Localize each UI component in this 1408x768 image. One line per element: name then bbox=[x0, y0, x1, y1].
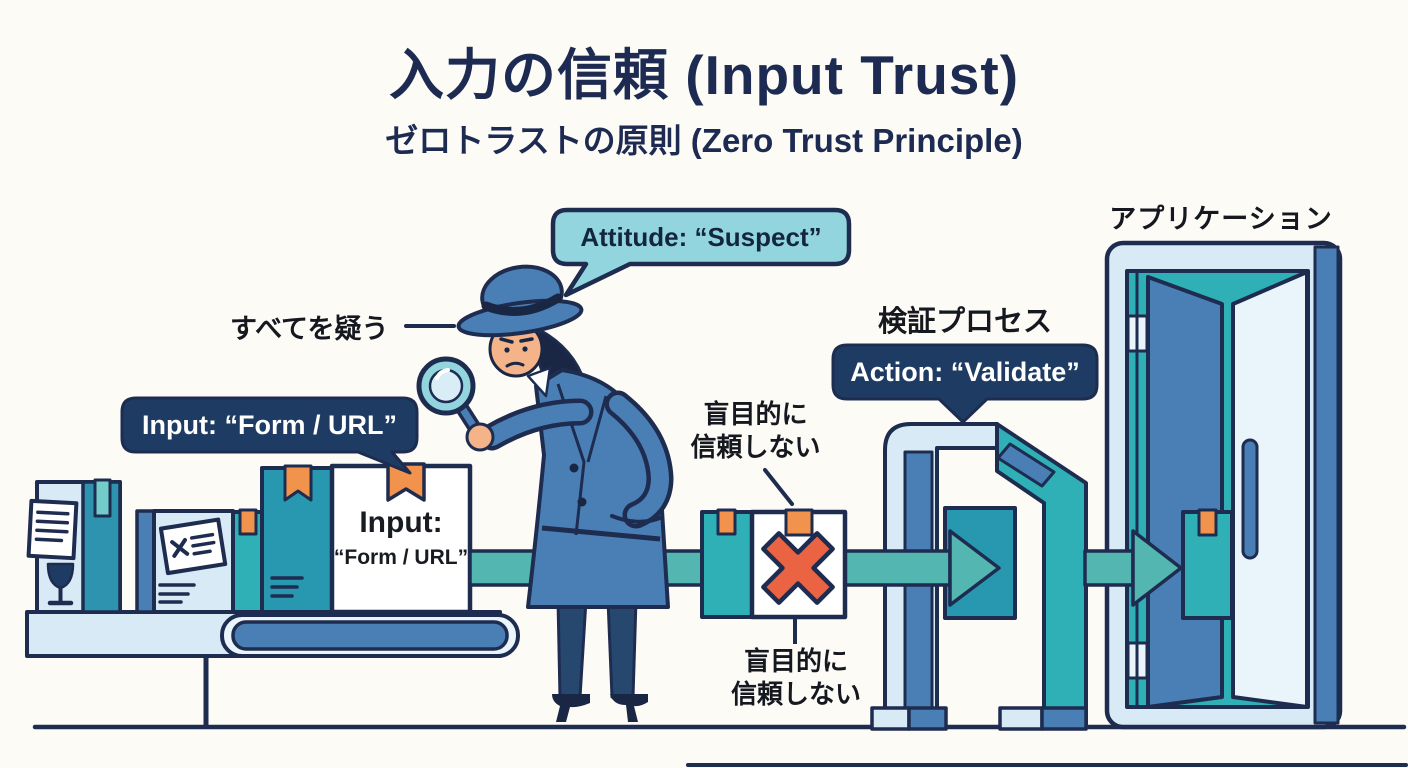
package-rejected bbox=[700, 508, 848, 644]
blind-trust-top-line1: 盲目的に bbox=[703, 399, 808, 429]
annotation-connectors bbox=[404, 324, 794, 506]
verification-process-label: 検証プロセス bbox=[877, 306, 1052, 338]
suspect-all-annotation: すべてを疑う bbox=[230, 314, 389, 344]
door-handle bbox=[1241, 438, 1259, 560]
action-callout-label: Action: “Validate” bbox=[850, 356, 1080, 387]
input-bubble bbox=[120, 396, 419, 475]
conveyor-belt bbox=[25, 610, 520, 727]
blind-trust-bottom-line2: 信頼しない bbox=[730, 679, 861, 709]
application-door bbox=[1104, 240, 1343, 730]
package-text-line2: “Form / URL” bbox=[333, 546, 469, 569]
package-fragile bbox=[26, 478, 122, 614]
flow-arrow-2 bbox=[1083, 529, 1183, 607]
door-package bbox=[1181, 508, 1234, 620]
package-labelled bbox=[135, 509, 235, 614]
action-bubble bbox=[831, 343, 1099, 424]
blind-trust-top-line2: 信頼しない bbox=[690, 432, 821, 462]
page-title: 入力の信頼 (Input Trust) bbox=[388, 44, 1020, 106]
blind-trust-annotation-bottom: 盲目的に 信頼しない bbox=[712, 645, 880, 711]
magnifying-glass-icon bbox=[416, 356, 485, 440]
input-callout-label: Input: “Form / URL” bbox=[142, 409, 397, 440]
attitude-callout-label: Attitude: “Suspect” bbox=[580, 221, 822, 252]
input-package bbox=[329, 462, 473, 615]
package-teal-small bbox=[231, 508, 264, 614]
package-teal bbox=[260, 464, 338, 614]
fedora-hat bbox=[456, 264, 584, 338]
blind-trust-annotation-top: 盲目的に 信頼しない bbox=[678, 398, 833, 464]
wine-glass-icon bbox=[46, 562, 75, 606]
page-subtitle: ゼロトラストの原則 (Zero Trust Principle) bbox=[385, 122, 1023, 159]
application-label: アプリケーション bbox=[1109, 204, 1333, 234]
x-mark-icon bbox=[761, 531, 835, 605]
detective-illustration bbox=[416, 264, 674, 722]
scanner-screen-icon bbox=[996, 442, 1056, 488]
callout-bubbles bbox=[120, 207, 1099, 475]
package-text-line1: Input: bbox=[359, 506, 443, 539]
shipping-label-icon bbox=[158, 517, 228, 576]
ground-lines bbox=[32, 724, 1408, 767]
blind-trust-bottom-line1: 盲目的に bbox=[743, 646, 848, 676]
attitude-bubble bbox=[550, 207, 852, 298]
